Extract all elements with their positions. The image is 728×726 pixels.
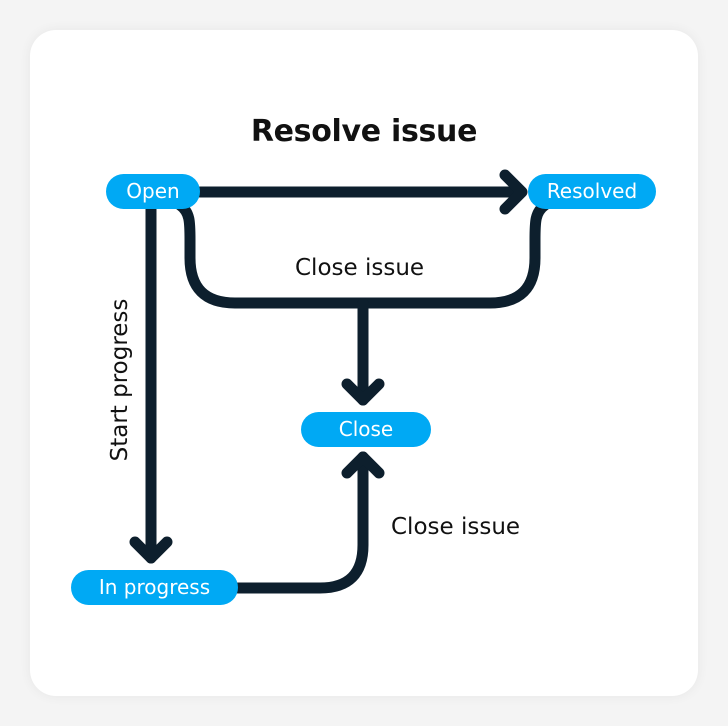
edge-close-issue-loop [174, 199, 551, 309]
edge-label-resolve-issue: Resolve issue [250, 114, 478, 149]
edge-label-start-progress: Start progress [107, 298, 133, 462]
arrowhead-close-top [341, 378, 385, 406]
node-resolved[interactable]: Resolved [528, 174, 656, 209]
node-open[interactable]: Open [106, 174, 200, 209]
edge-in-progress-to-close [232, 451, 369, 594]
arrowhead-resolved [499, 169, 528, 215]
node-close[interactable]: Close [301, 412, 431, 447]
node-in-progress[interactable]: In progress [71, 570, 238, 605]
arrowhead-close-bottom [341, 451, 385, 479]
edge-label-close-issue-top: Close issue [295, 255, 425, 281]
edge-strokes [129, 169, 551, 594]
arrowhead-in-progress [129, 536, 173, 564]
edge-label-close-issue-bottom: Close issue [391, 514, 521, 540]
